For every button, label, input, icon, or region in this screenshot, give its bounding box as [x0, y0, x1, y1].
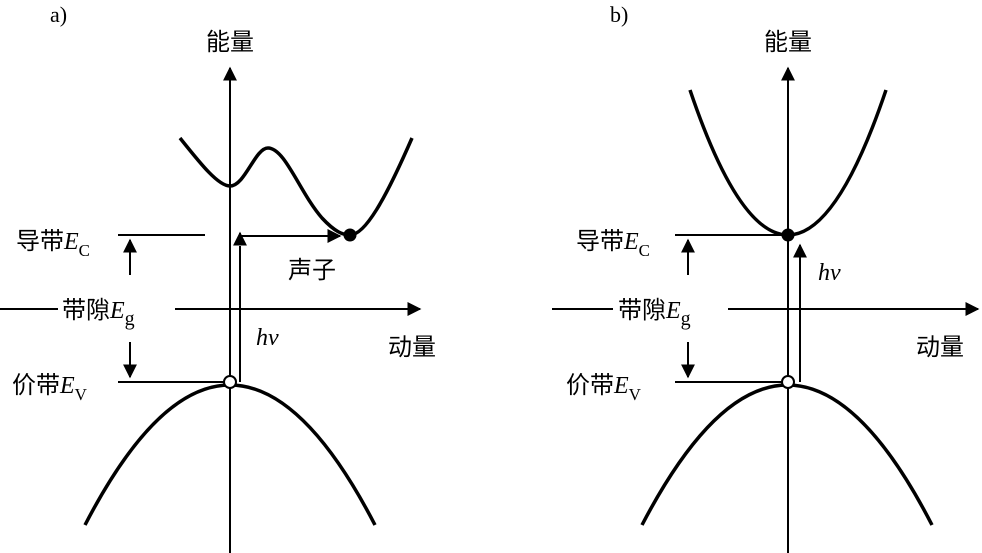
panel-b-valence-band-label: 价带EV [566, 371, 642, 404]
panel-a-phonon-label: 声子 [288, 256, 336, 284]
panel-b-band-gap-label: 带隙Eg [618, 296, 691, 330]
panel-a-band-gap-label: 带隙Eg [62, 296, 135, 330]
panel-b-conduction-band-label: 导带EC [576, 227, 650, 260]
panel-a-electron-dot [343, 228, 357, 242]
panel-a-conduction-band-curve [178, 136, 414, 237]
panel-a-label: a) [50, 2, 67, 27]
panel-a-conduction-band-label: 导带EC [16, 227, 90, 260]
panel-b-photon-label: hv [818, 260, 841, 286]
panel-a-hole-dot [223, 375, 237, 389]
panel-b-hole-dot [781, 375, 795, 389]
panel-a: a) 能量 动量 导带EC 带隙Eg 价带EV hv 声 [0, 2, 436, 553]
panel-a-momentum-label: 动量 [388, 333, 436, 361]
panel-a-valence-band-label: 价带EV [12, 371, 88, 404]
panel-b-momentum-label: 动量 [916, 333, 964, 361]
panel-a-photon-label: hv [256, 325, 279, 351]
panel-b-energy-label: 能量 [764, 28, 812, 56]
panel-b: b) 能量 动量 导带EC 带隙Eg 价带EV hv [552, 2, 980, 553]
panel-b-electron-dot [781, 228, 795, 242]
panel-a-energy-label: 能量 [206, 28, 254, 56]
panel-b-label: b) [610, 2, 628, 27]
